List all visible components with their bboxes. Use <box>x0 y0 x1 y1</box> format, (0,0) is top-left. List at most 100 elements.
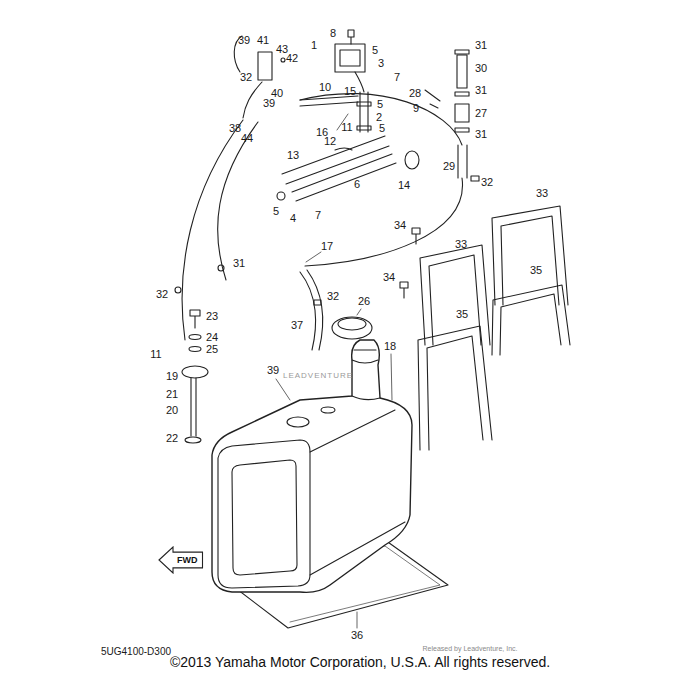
fuel-tank <box>287 417 309 427</box>
fuel-filter <box>425 90 469 122</box>
callout-number: 9 <box>413 103 419 114</box>
hose-clamp <box>314 300 321 305</box>
tank-strap <box>492 206 568 305</box>
fuel-sender <box>191 378 196 436</box>
callout-number: 28 <box>409 88 421 99</box>
tank-strap <box>420 245 490 345</box>
callout-number: 12 <box>324 136 336 147</box>
hose-clamp <box>218 265 224 271</box>
fuel-hose <box>292 154 396 201</box>
fuel-pump <box>348 30 354 44</box>
callout-number: 17 <box>321 241 333 252</box>
tank-strap <box>420 206 568 345</box>
callout-number: 32 <box>481 177 493 188</box>
forward-arrow: FWD <box>158 546 204 574</box>
fuel-hose <box>182 36 467 350</box>
callout-number: 27 <box>475 108 487 119</box>
arrow-outline <box>159 547 203 573</box>
callout-number: 11 <box>150 349 161 360</box>
hose-clamp <box>175 50 479 305</box>
callout-number: 6 <box>354 179 360 190</box>
callout-number: 35 <box>456 309 468 320</box>
callout-number: 32 <box>240 72 252 83</box>
callout-number: 39 <box>263 98 275 109</box>
check-valve <box>281 58 285 62</box>
fuel-pump <box>340 50 360 66</box>
callout-number: 42 <box>286 53 298 64</box>
callout-number: 31 <box>475 85 487 96</box>
fuel-hose <box>282 136 389 184</box>
callout-number: 31 <box>475 40 487 51</box>
callout-number: 33 <box>536 188 548 199</box>
hose-clamp <box>357 126 371 130</box>
fuel-cap <box>332 317 372 339</box>
callout-number: 19 <box>166 371 178 382</box>
callout-number: 5 <box>372 45 378 56</box>
hose-clamp <box>455 50 469 54</box>
tank-pad <box>500 294 561 355</box>
callout-number: 39 <box>238 35 250 46</box>
fuel-tank <box>232 460 297 575</box>
callout-number: 41 <box>257 35 269 46</box>
callout-number: 37 <box>291 320 303 331</box>
fuel-tank <box>352 396 380 400</box>
callout-number: 34 <box>383 272 395 283</box>
callout-number: 22 <box>166 433 178 444</box>
callout-number: 33 <box>455 239 467 250</box>
tank-pad <box>492 285 570 355</box>
callout-number: 10 <box>319 82 331 93</box>
callout-number: 35 <box>530 265 542 276</box>
callout-number: 3 <box>378 58 384 69</box>
fuel-tank <box>354 349 376 350</box>
leader-line <box>357 612 358 628</box>
fuel-sender <box>189 335 201 340</box>
strap-bolt <box>400 228 420 298</box>
fuel-tank <box>352 360 378 363</box>
callout-number: 5 <box>273 206 279 217</box>
callout-number: 25 <box>206 344 218 355</box>
callout-number: 23 <box>206 311 218 322</box>
callout-number: 39 <box>267 365 279 376</box>
callout-number: 8 <box>330 28 336 39</box>
check-valve <box>258 52 272 80</box>
hose-clamp <box>357 102 371 106</box>
hose-clamp <box>175 287 181 293</box>
callout-number: 32 <box>156 289 168 300</box>
callout-number: 21 <box>166 389 178 400</box>
fuel-tank <box>321 407 335 413</box>
copyright-caption: ©2013 Yamaha Motor Corporation, U.S.A. A… <box>170 655 550 669</box>
callout-number: 20 <box>166 405 178 416</box>
fuel-filter <box>455 104 469 122</box>
leader-line <box>276 114 392 628</box>
hose-clamp <box>471 176 479 181</box>
leader-line <box>357 309 361 315</box>
direction-text: FWD <box>177 556 204 565</box>
fuel-cap <box>332 317 372 339</box>
drawing-code: 5UG4100-D300 <box>101 647 171 657</box>
callout-number: 29 <box>443 161 455 172</box>
hose-clamp <box>405 151 419 169</box>
fuel-tank <box>310 522 405 575</box>
callout-number: 7 <box>315 210 321 221</box>
fuel-hose <box>300 270 323 350</box>
watermark: LEADVENTURE <box>283 372 353 380</box>
fuel-pump <box>335 44 365 72</box>
fuel-filter <box>425 90 440 108</box>
tank-pad <box>418 326 492 450</box>
fuel-sender <box>189 347 201 352</box>
leader-line <box>276 379 290 400</box>
callout-number: 15 <box>344 86 356 97</box>
fuel-hose <box>182 120 243 340</box>
fuel-sender <box>190 310 200 328</box>
callout-number: 38 <box>229 123 241 134</box>
hose-clamp <box>455 92 469 96</box>
callout-number: 5 <box>379 123 385 134</box>
callout-number: 4 <box>290 213 296 224</box>
fuel-tank <box>212 340 412 592</box>
callout-number: 31 <box>475 129 487 140</box>
callout-number: 32 <box>327 291 339 302</box>
callout-number: 24 <box>206 332 218 343</box>
